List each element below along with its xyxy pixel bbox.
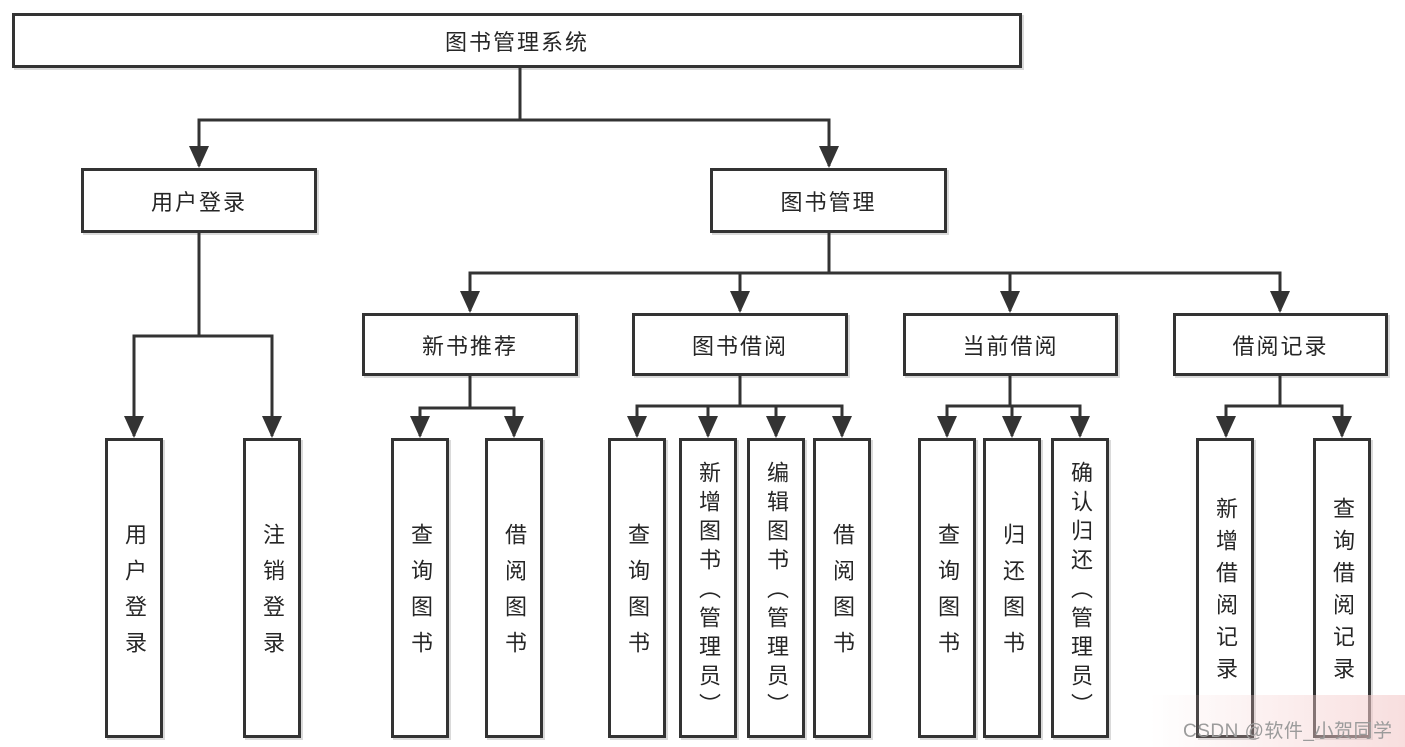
- leaf-borrow-books: 借阅图书: [485, 438, 543, 738]
- edges-borrow: [627, 376, 852, 438]
- edges-book-mgmt: [460, 233, 1290, 313]
- node-current-borrow: 当前借阅: [903, 313, 1118, 376]
- node-borrow-records: 借阅记录: [1173, 313, 1388, 376]
- node-label: 图书借阅: [691, 333, 788, 359]
- leaf-query-borrow-record: 查询借阅记录: [1313, 438, 1371, 738]
- leaf-label: 确认归还（管理员）: [1068, 461, 1093, 722]
- node-label: 当前借阅: [962, 333, 1059, 359]
- edges-user-login: [124, 233, 282, 438]
- node-label: 新书推荐: [421, 333, 518, 359]
- node-user-login: 用户登录: [81, 168, 317, 233]
- node-book-management: 图书管理: [710, 168, 947, 233]
- node-label: 用户登录: [150, 189, 247, 215]
- leaf-add-borrow-record: 新增借阅记录: [1196, 438, 1254, 738]
- node-label: 图书管理系统: [444, 29, 589, 55]
- leaf-label: 借阅图书: [502, 523, 527, 667]
- leaf-user-login: 用户登录: [105, 438, 163, 738]
- leaf-label: 新增借阅记录: [1213, 497, 1238, 689]
- node-new-book-recommend: 新书推荐: [362, 313, 578, 376]
- leaf-label: 编辑图书（管理员）: [764, 461, 789, 722]
- leaf-confirm-return-admin: 确认归还（管理员）: [1051, 438, 1109, 738]
- leaf-logout: 注销登录: [243, 438, 301, 738]
- leaf-return-books: 归还图书: [983, 438, 1041, 738]
- leaf-label: 新增图书（管理员）: [696, 461, 721, 722]
- leaf-query-books: 查询图书: [918, 438, 976, 738]
- leaf-label: 查询图书: [935, 523, 960, 667]
- edges-current: [937, 376, 1090, 438]
- node-book-borrow: 图书借阅: [632, 313, 848, 376]
- leaf-query-books: 查询图书: [391, 438, 449, 738]
- leaf-borrow-books: 借阅图书: [813, 438, 871, 738]
- leaf-label: 用户登录: [122, 523, 147, 667]
- leaf-label: 注销登录: [260, 523, 285, 667]
- edges-new-rec: [410, 376, 524, 438]
- leaf-label: 借阅图书: [830, 523, 855, 667]
- edges-root: [189, 68, 839, 168]
- leaf-query-books: 查询图书: [608, 438, 666, 738]
- node-library-system: 图书管理系统: [12, 13, 1022, 68]
- leaf-edit-books-admin: 编辑图书（管理员）: [747, 438, 805, 738]
- leaf-label: 查询图书: [625, 523, 650, 667]
- leaf-label: 归还图书: [1000, 523, 1025, 667]
- leaf-label: 查询借阅记录: [1330, 497, 1355, 689]
- csdn-watermark: CSDN @软件_小贺同学: [1183, 721, 1393, 742]
- leaf-add-books-admin: 新增图书（管理员）: [679, 438, 737, 738]
- leaf-label: 查询图书: [408, 523, 433, 667]
- edges-records: [1216, 376, 1352, 438]
- node-label: 借阅记录: [1232, 333, 1329, 359]
- node-label: 图书管理: [780, 189, 877, 215]
